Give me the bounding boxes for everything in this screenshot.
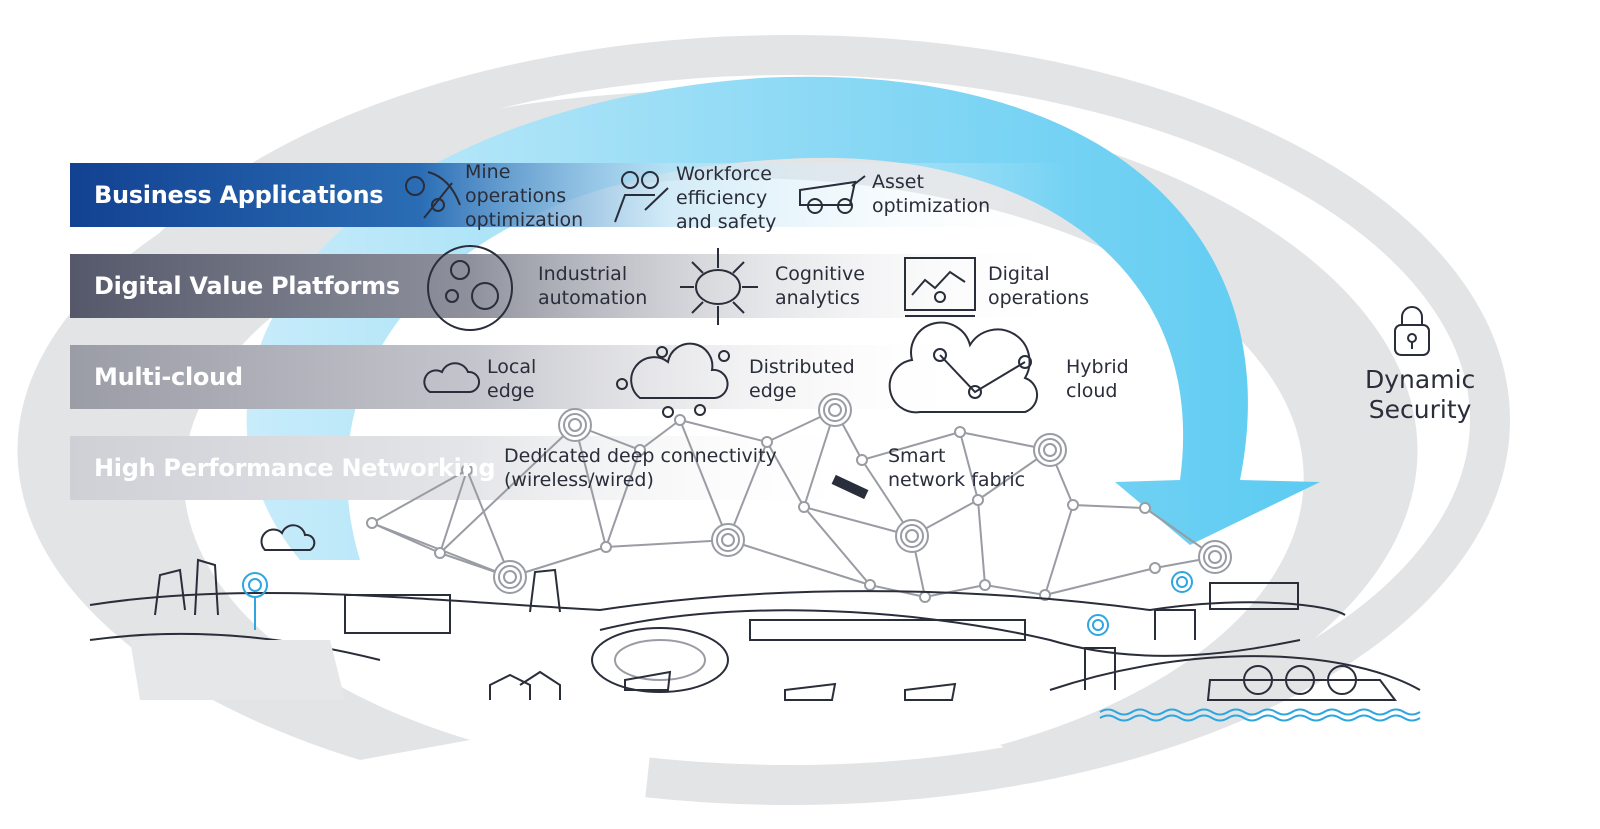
network-node <box>972 494 984 506</box>
network-node <box>674 414 686 426</box>
network-link <box>924 584 986 598</box>
antenna-node <box>1203 545 1227 569</box>
antenna-node <box>568 418 582 432</box>
antenna-node <box>823 398 847 422</box>
brain-network-icon <box>680 248 758 325</box>
network-link <box>605 539 729 548</box>
workers-icon <box>614 171 669 223</box>
item-dedicated-deep-connectivity: Dedicated deep connectivity (wireless/wi… <box>504 445 777 491</box>
network-link <box>574 424 607 548</box>
dump-truck-icon <box>799 175 866 214</box>
network-link <box>959 431 979 501</box>
network-link <box>984 584 1046 596</box>
network-link <box>639 419 681 451</box>
network-link <box>1072 504 1146 509</box>
network-mesh <box>366 393 1232 603</box>
antenna-node <box>900 524 924 548</box>
antenna-node <box>1038 438 1062 462</box>
network-node <box>864 579 876 591</box>
network-node <box>600 541 612 553</box>
network-node <box>1139 502 1151 514</box>
antenna-node <box>498 565 522 589</box>
network-link <box>766 441 805 508</box>
item-smart-network-fabric: Smart network fabric <box>888 445 1026 491</box>
antenna-node <box>905 529 919 543</box>
pickaxe-gears-icon <box>405 171 461 219</box>
network-node <box>634 444 646 456</box>
network-node <box>761 436 773 448</box>
network-node <box>461 464 473 476</box>
item-cognitive-analytics: Cognitive analytics <box>775 263 865 309</box>
satellite-icon <box>831 474 869 500</box>
network-node <box>979 579 991 591</box>
network-link <box>466 469 511 578</box>
item-local-edge: Local edge <box>487 356 537 402</box>
network-link <box>439 424 576 554</box>
band-multi-cloud <box>70 345 970 409</box>
item-asset-optimization: Asset optimization <box>872 171 991 217</box>
layer-title-multi-cloud: Multi-cloud <box>94 363 243 391</box>
gears-cycle-icon <box>427 245 513 331</box>
network-link <box>679 419 729 541</box>
network-node <box>1067 499 1079 511</box>
network-link <box>803 506 913 537</box>
network-node <box>798 501 810 513</box>
network-node <box>1149 562 1161 574</box>
network-link <box>679 419 768 443</box>
layer-title-business-applications: Business Applications <box>94 181 384 209</box>
security-ring <box>17 35 1510 805</box>
network-link <box>439 469 468 554</box>
network-node <box>919 591 931 603</box>
mine-landscape <box>89 524 1421 722</box>
network-node <box>366 517 378 529</box>
layer-title-digital-value-platforms: Digital Value Platforms <box>94 272 400 300</box>
item-industrial-automation: Industrial automation <box>538 263 648 309</box>
antenna-node <box>503 570 517 584</box>
network-node <box>856 454 868 466</box>
item-workforce-efficiency: Workforce efficiency and safety <box>676 163 777 233</box>
network-link <box>803 506 871 586</box>
monitor-chart-icon <box>904 257 976 317</box>
band-digital-value-platforms <box>70 254 1070 318</box>
network-link <box>1044 504 1074 596</box>
network-link <box>977 499 986 586</box>
antenna-node <box>716 528 740 552</box>
network-link <box>727 539 871 586</box>
antenna-node <box>721 533 735 547</box>
cloud-icon <box>423 362 480 393</box>
network-link <box>371 469 468 524</box>
item-hybrid-cloud: Hybrid cloud <box>1066 356 1129 402</box>
network-node <box>434 547 446 559</box>
dynamic-security-label: Dynamic Security <box>1365 365 1476 424</box>
wireless-icons <box>242 571 1193 636</box>
item-mine-operations-optimization: Mine operations optimization <box>465 161 584 231</box>
network-link <box>861 431 961 461</box>
item-distributed-edge: Distributed edge <box>749 356 855 402</box>
antenna-node <box>828 403 842 417</box>
antenna-node <box>1043 443 1057 457</box>
band-business-applications <box>70 163 1070 227</box>
network-node <box>954 426 966 438</box>
network-link <box>1044 567 1156 596</box>
layer-title-networking: High Performance Networking <box>94 454 496 482</box>
cloud-network-icon <box>616 342 730 418</box>
antenna-node <box>563 413 587 437</box>
network-link <box>605 449 641 548</box>
antenna-node <box>1208 550 1222 564</box>
padlock-icon <box>1394 306 1430 356</box>
item-digital-operations: Digital operations <box>988 263 1090 309</box>
network-link <box>727 441 768 541</box>
hybrid-cloud-icon <box>888 321 1039 414</box>
